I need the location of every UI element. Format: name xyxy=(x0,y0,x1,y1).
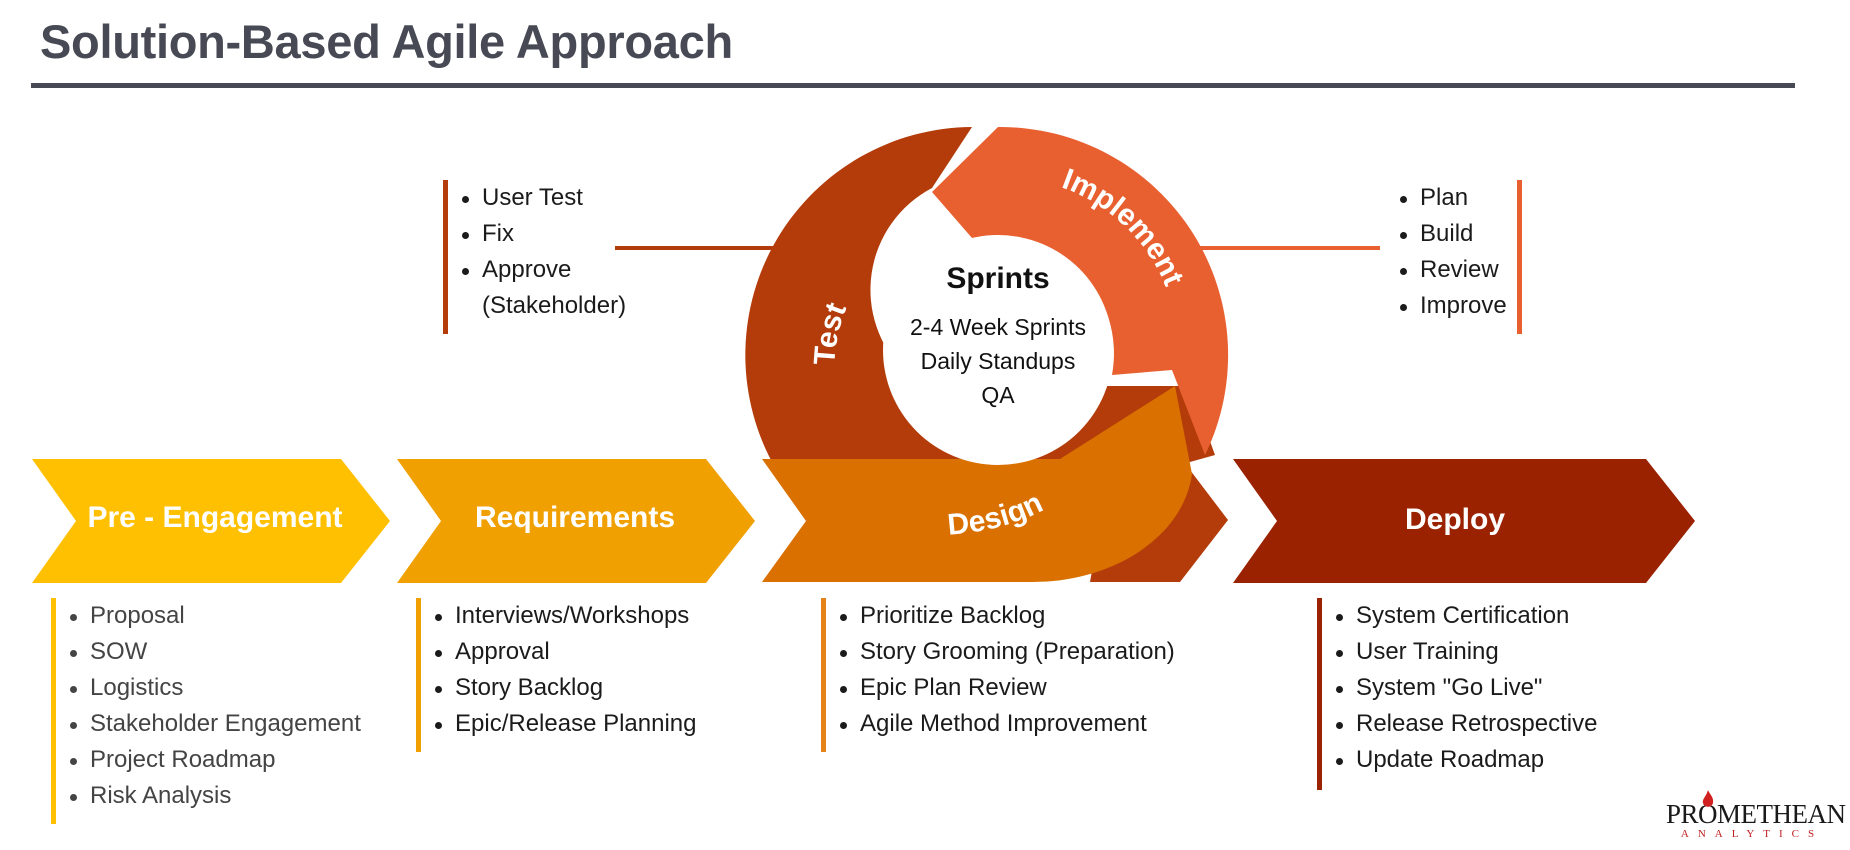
logo-subtitle: ANALYTICS xyxy=(1680,828,1824,840)
list-item: Story Backlog xyxy=(431,670,697,706)
implement-list: Plan Build Review Improve xyxy=(1386,180,1522,334)
sprints-line: QA xyxy=(981,382,1015,408)
list-item: Improve xyxy=(1396,288,1507,324)
list-item: SOW xyxy=(66,634,361,670)
sprints-line: 2-4 Week Sprints xyxy=(910,314,1086,340)
list-item: Project Roadmap xyxy=(66,742,361,778)
flame-icon xyxy=(1702,790,1714,807)
list-item: Logistics xyxy=(66,670,361,706)
list-item: Approval xyxy=(431,634,697,670)
list-item: Fix xyxy=(458,216,632,252)
sprints-center: Sprints 2-4 Week Sprints Daily Standups … xyxy=(898,262,1098,412)
pre-engagement-list: Proposal SOW Logistics Stakeholder Engag… xyxy=(51,598,361,824)
list-item: Stakeholder Engagement xyxy=(66,706,361,742)
list-item: Prioritize Backlog xyxy=(836,598,1175,634)
list-item: Proposal xyxy=(66,598,361,634)
sprints-line: Daily Standups xyxy=(920,348,1076,374)
list-item: Review xyxy=(1396,252,1507,288)
list-item: Epic/Release Planning xyxy=(431,706,697,742)
list-item: Release Retrospective xyxy=(1332,706,1597,742)
chevron-pre-engagement xyxy=(32,459,390,583)
design-list: Prioritize Backlog Story Grooming (Prepa… xyxy=(821,598,1175,752)
list-item: User Training xyxy=(1332,634,1597,670)
test-list: User Test Fix Approve (Stakeholder) xyxy=(443,180,632,334)
title-underline xyxy=(31,83,1795,88)
pre-engagement-label: Pre - Engagement xyxy=(87,501,343,534)
deploy-label: Deploy xyxy=(1404,503,1506,536)
chevron-deploy xyxy=(1233,459,1695,583)
list-item: Epic Plan Review xyxy=(836,670,1175,706)
list-item: Plan xyxy=(1396,180,1507,216)
sprints-center-circle xyxy=(883,235,1113,465)
list-item: Story Grooming (Preparation) xyxy=(836,634,1175,670)
page-title: Solution-Based Agile Approach xyxy=(40,15,733,68)
list-item: Risk Analysis xyxy=(66,778,361,814)
list-item: System "Go Live" xyxy=(1332,670,1597,706)
chevron-design xyxy=(762,386,1192,583)
list-item: User Test xyxy=(458,180,632,216)
logo-wordmark: PROMETHEAN xyxy=(1666,799,1846,829)
test-segment xyxy=(745,127,1215,462)
list-item: Update Roadmap xyxy=(1332,742,1597,778)
sprints-title: Sprints xyxy=(946,262,1050,295)
implement-segment xyxy=(932,126,1229,455)
list-item: System Certification xyxy=(1332,598,1597,634)
promethean-logo: PROMETHEAN ANALYTICS xyxy=(1666,790,1846,840)
deploy-list: System Certification User Training Syste… xyxy=(1317,598,1597,790)
list-item: Build xyxy=(1396,216,1507,252)
list-item: Agile Method Improvement xyxy=(836,706,1175,742)
requirements-label: Requirements xyxy=(474,501,676,534)
requirements-list: Interviews/Workshops Approval Story Back… xyxy=(416,598,697,752)
chevron-requirements xyxy=(397,459,755,583)
list-item: Approve (Stakeholder) xyxy=(458,252,632,324)
list-item: Interviews/Workshops xyxy=(431,598,697,634)
